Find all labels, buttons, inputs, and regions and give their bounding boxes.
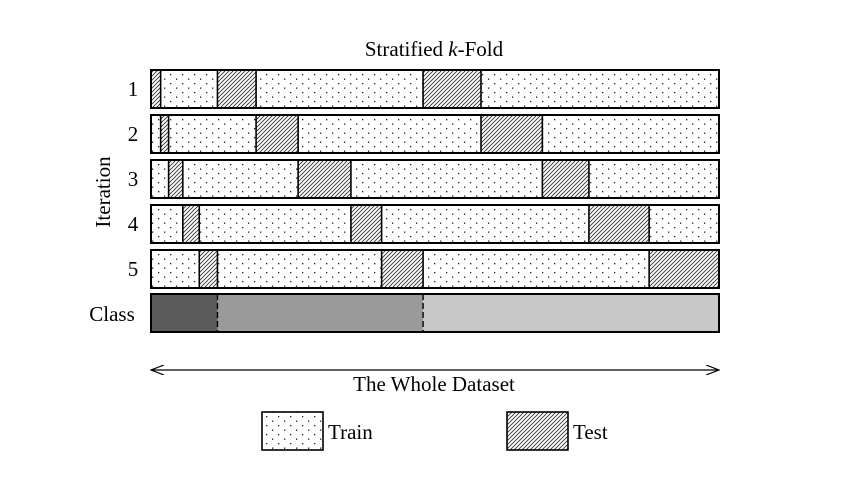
- iteration-row: 3: [128, 159, 720, 199]
- iteration-row: 4: [128, 204, 720, 244]
- iteration-row: 2: [128, 114, 720, 154]
- class-label: Class: [89, 302, 135, 326]
- test-segment: [541, 159, 590, 199]
- legend-train-label: Train: [328, 420, 373, 444]
- legend-train-swatch: [261, 411, 324, 451]
- test-segment: [182, 204, 201, 244]
- train-bar: [151, 250, 719, 288]
- title-k: k: [448, 37, 458, 61]
- train-bar: [151, 160, 719, 198]
- legend-test-label: Test: [573, 420, 608, 444]
- iteration-row: 1: [128, 69, 720, 109]
- test-segment: [216, 69, 257, 109]
- row-outline: [150, 114, 720, 154]
- test-segment: [380, 249, 424, 289]
- test-segment: [297, 159, 352, 199]
- iteration-number: 5: [128, 257, 139, 281]
- row-outline: [150, 204, 720, 244]
- test-segment: [422, 69, 482, 109]
- diagram-title: Stratified k-Fold: [365, 37, 504, 61]
- iteration-row: 5: [128, 249, 720, 289]
- class-segment: [151, 294, 218, 332]
- iteration-number: 2: [128, 122, 139, 146]
- test-segment: [648, 249, 720, 289]
- test-segment: [159, 114, 170, 154]
- class-segment: [217, 294, 424, 332]
- title-prefix: Stratified: [365, 37, 448, 61]
- test-segment: [255, 114, 299, 154]
- dataset-label: The Whole Dataset: [353, 372, 515, 396]
- test-segment: [167, 159, 184, 199]
- train-bar: [151, 115, 719, 153]
- test-segment: [588, 204, 650, 244]
- class-segment: [423, 294, 719, 332]
- test-segment: [350, 204, 383, 244]
- iteration-number: 1: [128, 77, 139, 101]
- test-segment: [480, 114, 544, 154]
- y-axis-label: Iteration: [91, 156, 115, 228]
- class-row: [150, 293, 720, 333]
- row-outline: [150, 69, 720, 109]
- row-outline: [150, 249, 720, 289]
- legend-test-swatch: [506, 411, 569, 451]
- iteration-number: 3: [128, 167, 139, 191]
- test-segment: [198, 249, 219, 289]
- test-segment: [150, 69, 162, 109]
- iteration-rows: 1 2 3 4 5: [128, 69, 720, 289]
- class-outline: [150, 293, 720, 333]
- iteration-number: 4: [128, 212, 139, 236]
- row-outline: [150, 159, 720, 199]
- title-suffix: -Fold: [458, 37, 504, 61]
